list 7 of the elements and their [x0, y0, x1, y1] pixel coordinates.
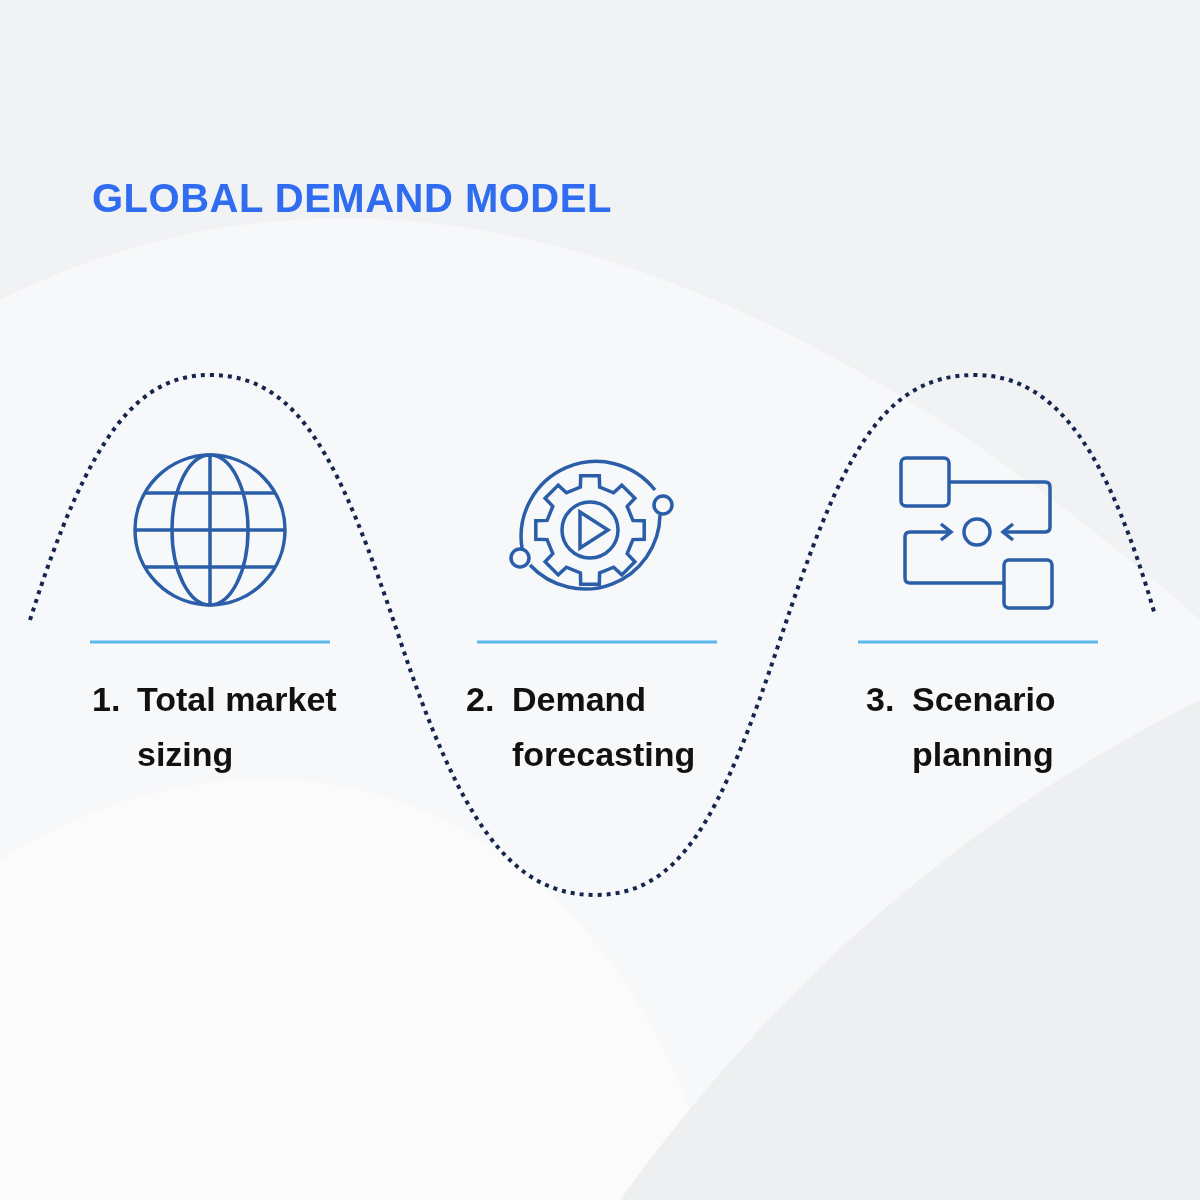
step-title: Scenario planning	[912, 679, 1057, 775]
step-title: Total market sizing	[137, 679, 338, 775]
step-number: 3.	[866, 679, 895, 720]
step-number: 2.	[466, 679, 495, 720]
diagram-title: GLOBAL DEMAND MODEL	[92, 176, 612, 221]
step-title: Demand forecasting	[512, 679, 697, 775]
step-number: 1.	[92, 679, 121, 720]
